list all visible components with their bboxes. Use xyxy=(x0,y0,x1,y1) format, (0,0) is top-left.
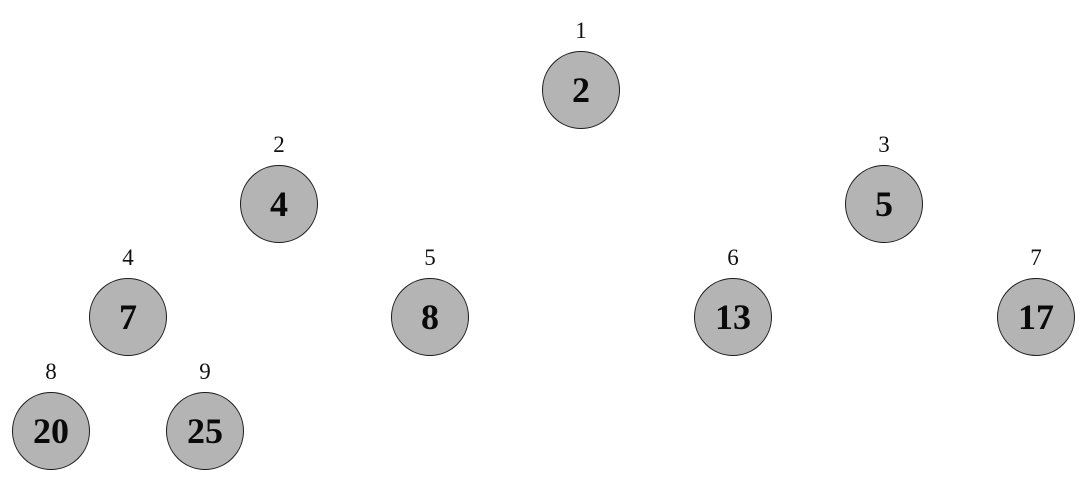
node-circle: 13 xyxy=(694,278,772,356)
node-circle: 20 xyxy=(12,392,90,470)
node-value: 20 xyxy=(33,411,69,451)
node-value: 4 xyxy=(270,184,288,224)
node-index-label: 4 xyxy=(122,245,134,270)
node-index-label: 5 xyxy=(424,245,436,270)
node-circle: 17 xyxy=(997,278,1075,356)
node-circle: 8 xyxy=(391,278,469,356)
node-index-label: 2 xyxy=(273,132,285,157)
node-index-label: 7 xyxy=(1030,245,1042,270)
node-index-label: 1 xyxy=(575,18,587,43)
node-value: 17 xyxy=(1018,297,1054,337)
heap-node-8: 8 20 xyxy=(12,360,90,470)
node-value: 5 xyxy=(875,184,893,224)
node-value: 7 xyxy=(119,297,137,337)
node-circle: 5 xyxy=(845,165,923,243)
node-value: 25 xyxy=(187,411,223,451)
node-value: 2 xyxy=(572,70,590,110)
heap-node-6: 6 13 xyxy=(694,246,772,356)
heap-node-9: 9 25 xyxy=(166,360,244,470)
heap-node-7: 7 17 xyxy=(997,246,1075,356)
node-value: 13 xyxy=(715,297,751,337)
node-index-label: 8 xyxy=(45,359,57,384)
node-circle: 2 xyxy=(542,51,620,129)
node-index-label: 3 xyxy=(878,132,890,157)
node-index-label: 6 xyxy=(727,245,739,270)
node-circle: 4 xyxy=(240,165,318,243)
node-value: 8 xyxy=(421,297,439,337)
node-index-label: 9 xyxy=(199,359,211,384)
node-circle: 25 xyxy=(166,392,244,470)
node-circle: 7 xyxy=(89,278,167,356)
